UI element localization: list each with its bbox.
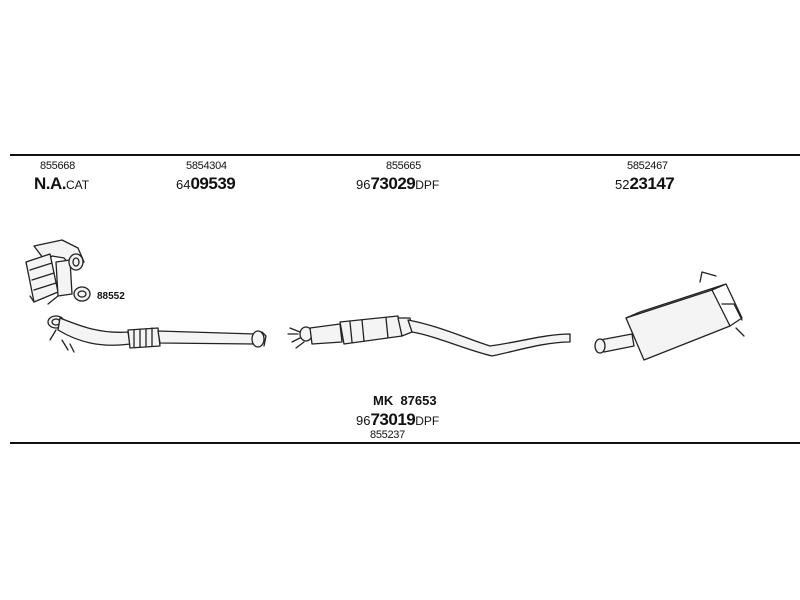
gasket-drawing bbox=[73, 286, 91, 302]
dpf-num-suffix: DPF bbox=[415, 178, 440, 192]
front-pipe-num-prefix: 64 bbox=[176, 177, 191, 192]
rear-silencer-num-main: 23147 bbox=[629, 174, 675, 193]
front-pipe-part-number: 6409539 bbox=[176, 174, 236, 193]
rear-silencer-part-number: 5223147 bbox=[615, 174, 675, 193]
manifold-ref-number: 855668 bbox=[40, 160, 75, 172]
rear-silencer-drawing bbox=[594, 271, 745, 361]
dpf-ref-number: 855665 bbox=[386, 160, 421, 172]
kit-num-main: 73019 bbox=[370, 410, 416, 429]
kit-part-number: 9673019DPF bbox=[356, 411, 439, 429]
front-pipe-drawing bbox=[47, 315, 267, 353]
manifold-na-text: N.A. bbox=[34, 174, 67, 193]
bottom-divider bbox=[10, 442, 800, 444]
front-pipe-num-main: 09539 bbox=[190, 174, 236, 193]
top-divider bbox=[10, 154, 800, 156]
dpf-part-number: 9673029DPF bbox=[356, 175, 439, 193]
kit-num-prefix: 96 bbox=[356, 413, 371, 428]
front-pipe-ref-number: 5854304 bbox=[186, 160, 227, 172]
gasket-ref-number: 88552 bbox=[97, 291, 125, 302]
kit-code: MK 87653 bbox=[373, 393, 437, 408]
rear-silencer-num-prefix: 52 bbox=[615, 177, 630, 192]
kit-ref-number: 855237 bbox=[370, 429, 405, 441]
manifold-part-label: N.A.CAT bbox=[34, 175, 89, 193]
kit-num-suffix: DPF bbox=[415, 414, 440, 428]
manifold-catalyst-drawing bbox=[25, 239, 85, 305]
dpf-drawing bbox=[287, 315, 571, 357]
manifold-cat-text: CAT bbox=[66, 178, 90, 192]
rear-silencer-ref-number: 5852467 bbox=[627, 160, 668, 172]
dpf-num-prefix: 96 bbox=[356, 177, 371, 192]
dpf-num-main: 73029 bbox=[370, 174, 416, 193]
